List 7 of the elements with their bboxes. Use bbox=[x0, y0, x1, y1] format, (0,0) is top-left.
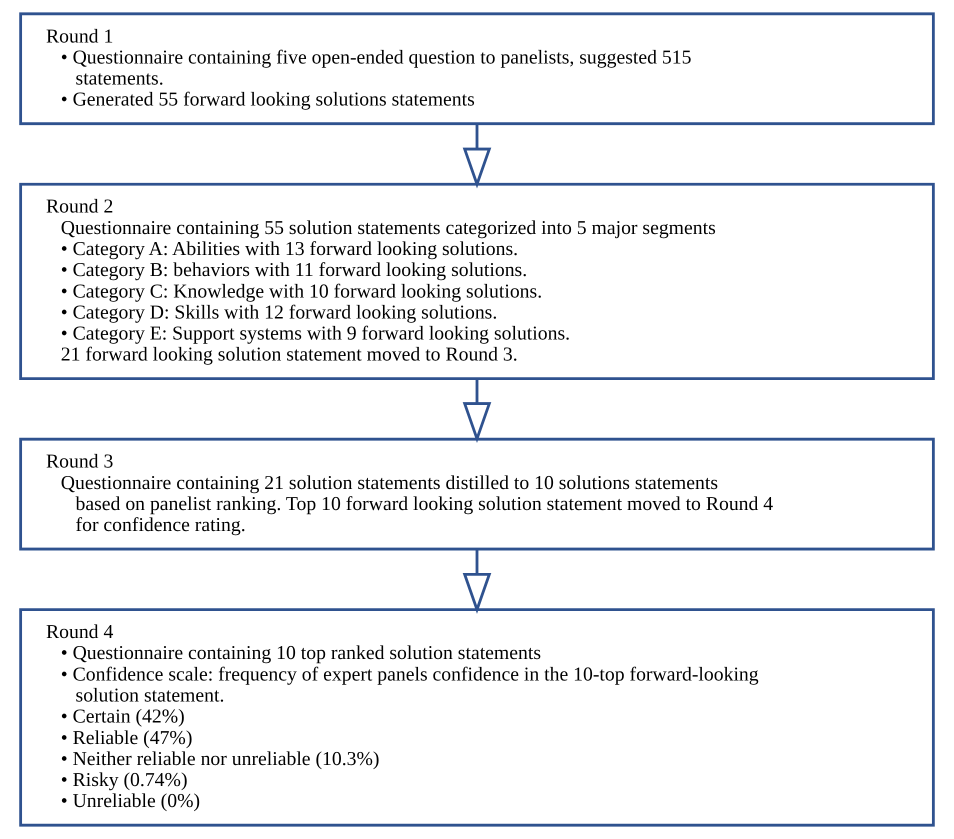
node-box: Round 1 • Questionnaire containing five open-ended question to panelists, suggested 515 statements. • Generated 55 forward looking solutions statements bbox=[19, 12, 935, 126]
arrow bbox=[462, 379, 492, 444]
arrow bbox=[462, 549, 492, 614]
node-box: Round 2 Questionnaire containing 55 solution statements categorized into 5 major segments • Category A: Abilities with 13 forward looking solutions. • Category B: behaviors with 11 forward looking solutions. • Category C: Knowledge with 10 forward looking solutions. • Category D: Skills with 12 forward looking solutions. • Category E: Support systems with 9 forward looking solutions. 21 forward looking solution statement moved to Round 3. bbox=[19, 182, 935, 380]
node-box: Round 4 • Questionnaire containing 10 top ranked solution statements • Confidence scale: frequency of expert panels confidence in the 10-top forward-looking solution statement. • Certain (42%) • Reliable (47%) • Neither reliable nor unreliable (10.3%) • Risky (0.74%) • Unreliable (0%) bbox=[19, 608, 935, 827]
node-box: Round 3 Questionnaire containing 21 solution statements distilled to 10 solutions statements based on panelist ranking. Top 10 forward looking solution statement moved to Round 4 for confidence rating. bbox=[19, 438, 935, 550]
arrow bbox=[462, 124, 492, 188]
